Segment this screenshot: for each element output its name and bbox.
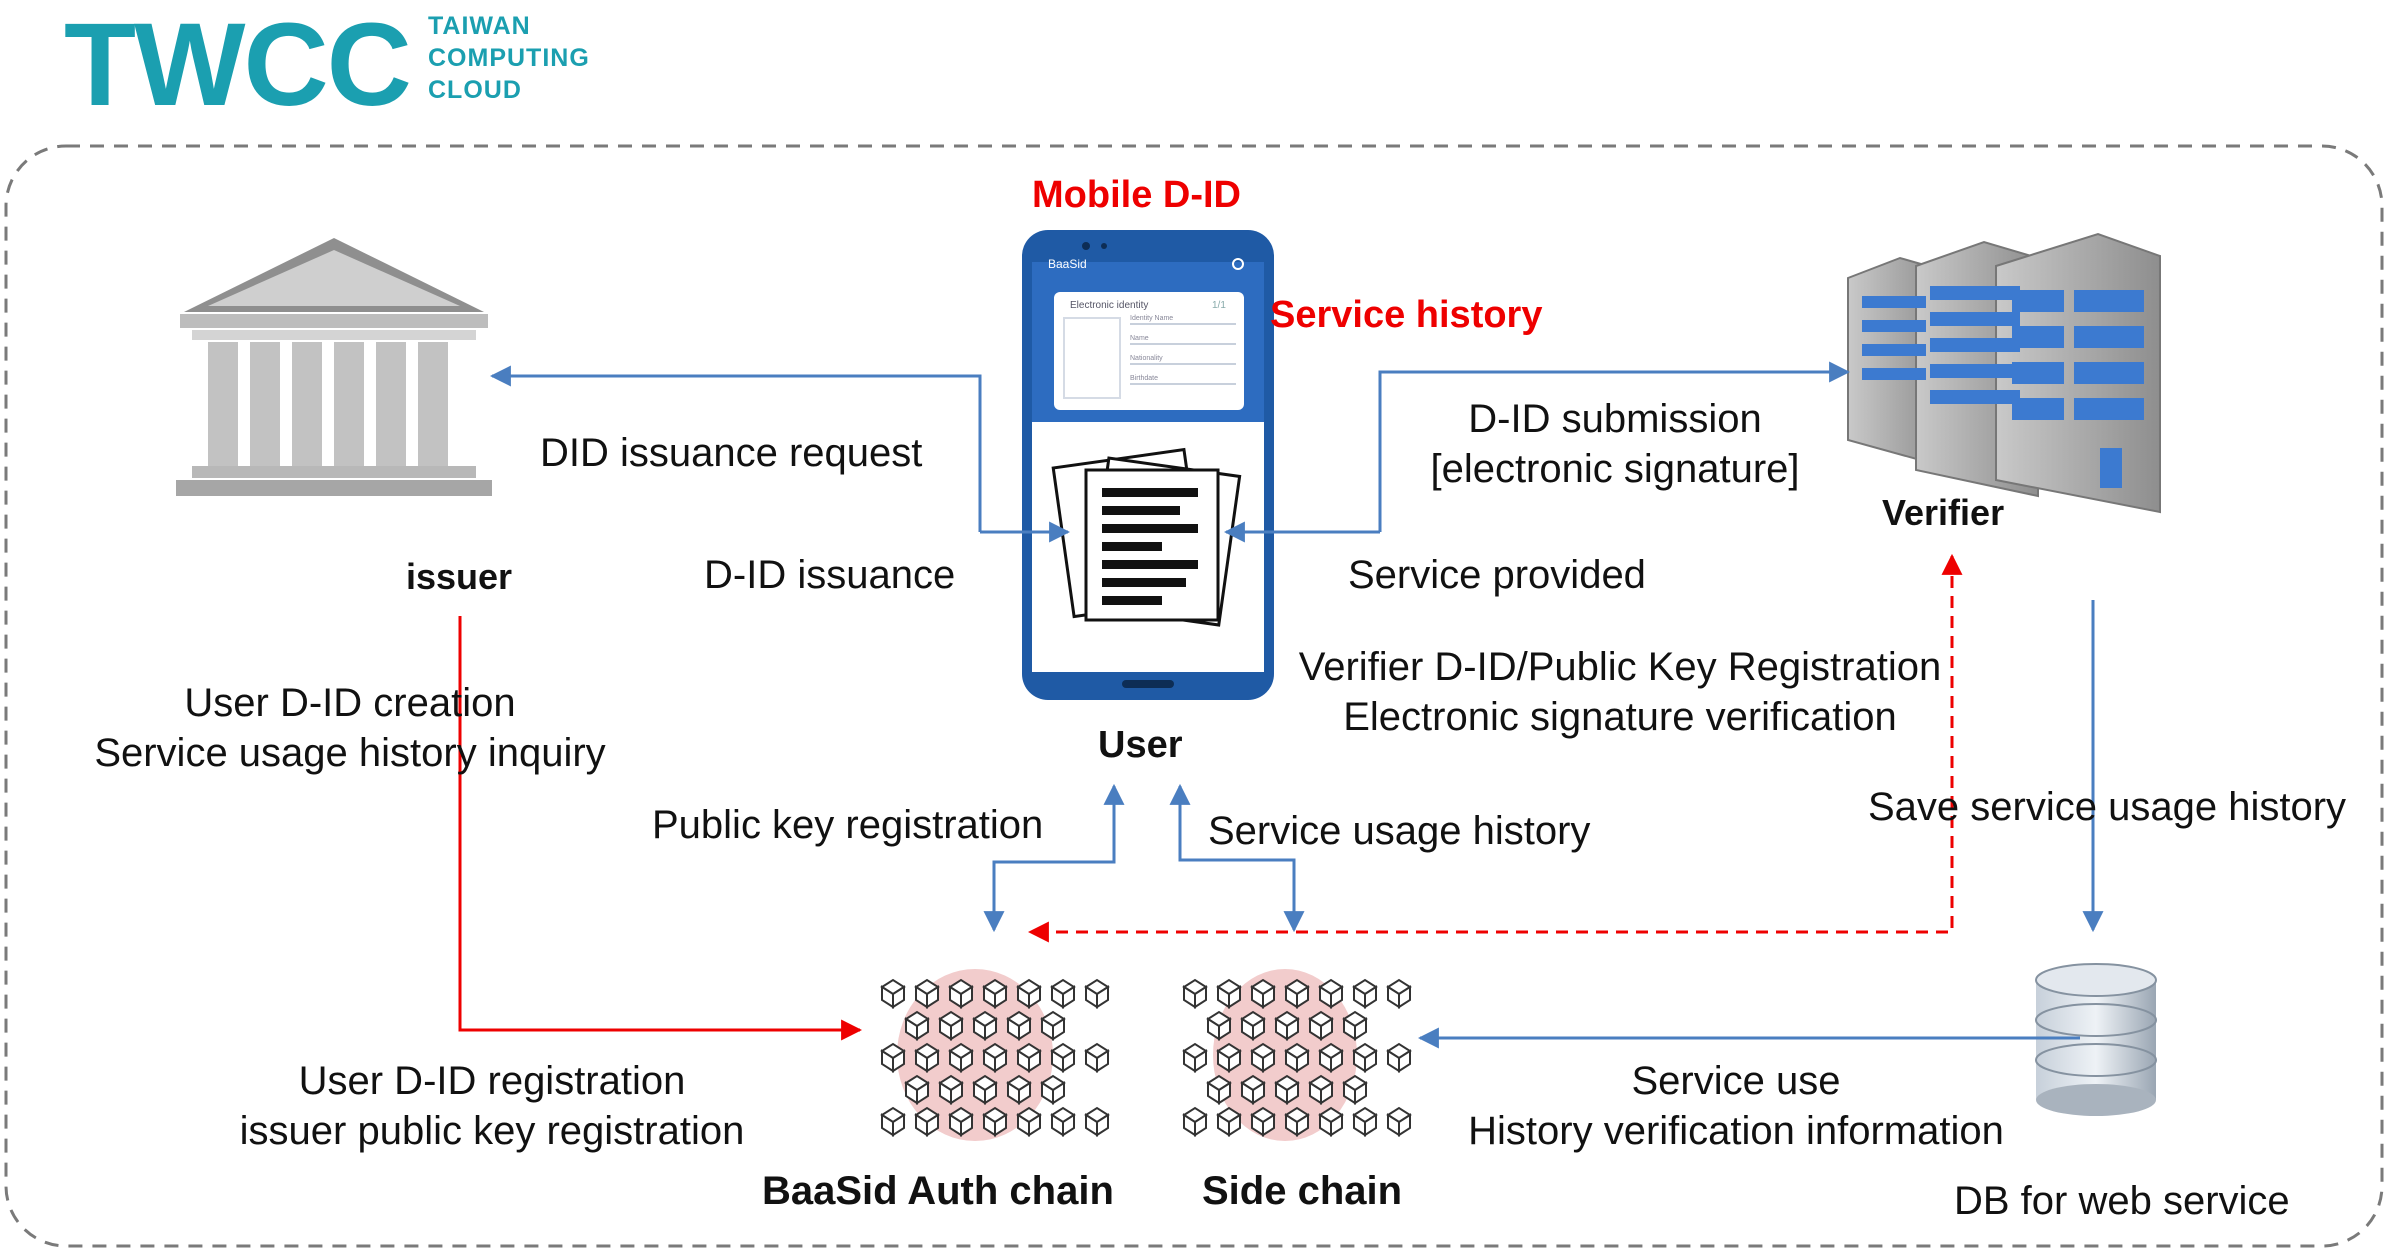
arrow-user-did-registration xyxy=(458,616,863,1041)
outer-frame xyxy=(4,144,2384,1248)
phone-card-badge: 1/1 xyxy=(1212,300,1226,311)
arrow-did-submission xyxy=(1378,361,1851,532)
user-did-registration-line: User D-ID registration xyxy=(298,1059,686,1103)
service-provided-label: Service provided xyxy=(1348,553,1646,597)
service-use-label: Service use History verification informa… xyxy=(1444,1056,2028,1156)
phone-field: Identity Name xyxy=(1130,315,1173,322)
office-buildings-icon xyxy=(1847,232,2161,514)
documents-icon xyxy=(1051,447,1242,627)
logo-subtitle: TAIWAN COMPUTING CLOUD xyxy=(428,10,590,106)
service-usage-history-label: Service usage history xyxy=(1208,809,1591,853)
verifier-registration-label: Verifier D-ID/Public Key Registration El… xyxy=(1270,642,1970,742)
arrow-did-issuance-request xyxy=(489,365,982,532)
phone-card-title: Electronic identity xyxy=(1070,300,1148,311)
service-use-line: History verification information xyxy=(1468,1109,2004,1153)
user-did-creation-line: User D-ID creation xyxy=(184,681,516,725)
phone-field: Name xyxy=(1130,335,1149,342)
verifier-registration-line: Verifier D-ID/Public Key Registration xyxy=(1298,645,1942,689)
public-key-registration-label: Public key registration xyxy=(652,803,1044,847)
bank-icon xyxy=(176,238,492,496)
verifier-registration-line: Electronic signature verification xyxy=(1343,695,1897,739)
database-icon xyxy=(2035,963,2157,1116)
arrow-verifier-registration xyxy=(1027,553,1963,943)
user-did-creation-label: User D-ID creation Service usage history… xyxy=(60,678,640,778)
user-did-registration-label: User D-ID registration issuer public key… xyxy=(212,1056,772,1156)
did-submission-line: D-ID submission xyxy=(1468,397,1762,441)
user-did-registration-line: issuer public key registration xyxy=(239,1109,745,1153)
did-issuance-request-label: DID issuance request xyxy=(540,431,923,475)
db-label: DB for web service xyxy=(1954,1179,2290,1223)
blockchain-cubes-icon xyxy=(1183,979,1411,1136)
service-use-line: Service use xyxy=(1631,1059,1841,1103)
save-service-usage-history-label: Save service usage history xyxy=(1868,785,2347,829)
auth-chain-label: BaaSid Auth chain xyxy=(762,1169,1114,1213)
logo-sub-line: TAIWAN xyxy=(428,12,531,40)
logo-sub-line: COMPUTING xyxy=(428,44,590,72)
phone-field: Nationality xyxy=(1130,355,1163,362)
user-label: User xyxy=(1098,724,1183,766)
issuer-label: issuer xyxy=(406,556,513,597)
logo-sub-line: CLOUD xyxy=(428,76,522,104)
verifier-label: Verifier xyxy=(1882,492,2005,533)
side-chain-label: Side chain xyxy=(1202,1169,1403,1213)
did-issuance-label: D-ID issuance xyxy=(704,553,956,597)
mobile-did-title: Mobile D-ID xyxy=(1032,174,1241,216)
did-submission-label: D-ID submission [electronic signature] xyxy=(1400,394,1830,494)
service-history-label: Service history xyxy=(1270,294,1543,336)
user-did-creation-line: Service usage history inquiry xyxy=(94,731,606,775)
phone-field: Birthdate xyxy=(1130,375,1158,382)
did-submission-line: [electronic signature] xyxy=(1430,447,1800,491)
logo-wordmark: TWCC xyxy=(64,0,412,131)
phone-app-name: BaaSid xyxy=(1048,257,1087,271)
